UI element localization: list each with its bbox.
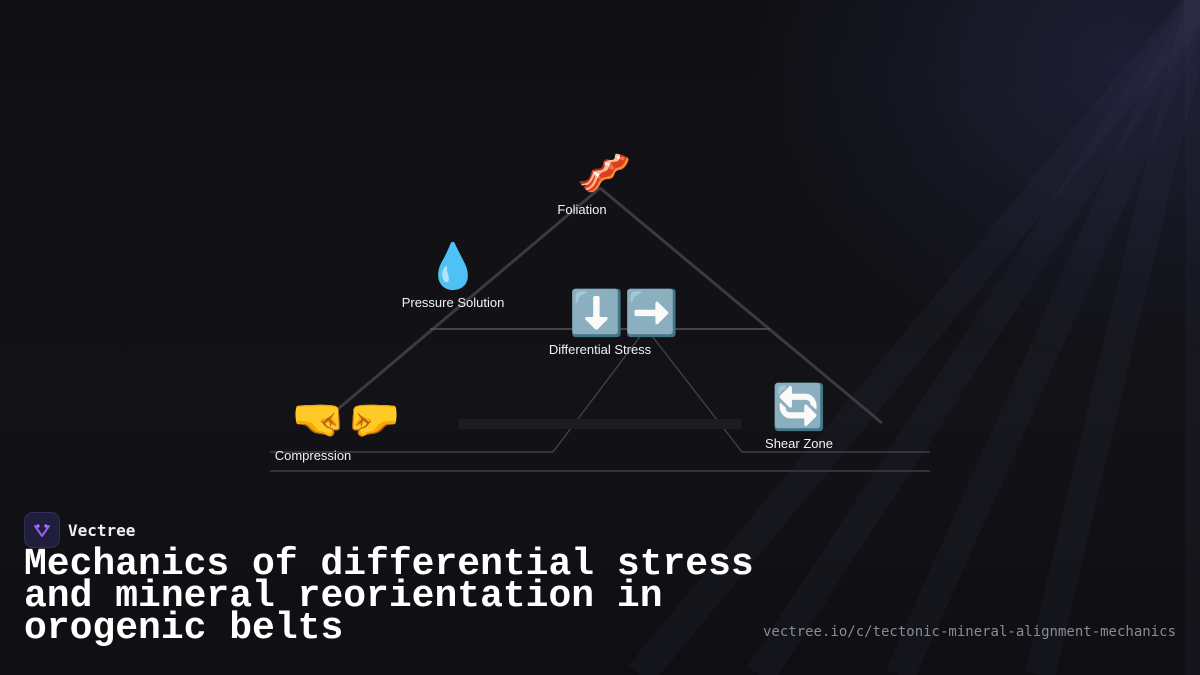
node-foliation: 🥓 Foliation bbox=[557, 148, 632, 217]
edge-stress-compression bbox=[270, 333, 643, 453]
brand: Vectree bbox=[24, 512, 135, 548]
edge-foliation-compression bbox=[324, 186, 601, 422]
node-label-compression: Compression bbox=[274, 448, 352, 463]
rotate-arrows-icon: 🔄 bbox=[771, 382, 827, 433]
node-compression: 🤜🤛 Compression bbox=[275, 394, 401, 463]
page-url: vectree.io/c/tectonic-mineral-alignment-… bbox=[762, 624, 1176, 640]
node-label-pressure-solution: Pressure Solution bbox=[401, 295, 505, 310]
node-label-differential-stress: Differential Stress bbox=[548, 342, 652, 357]
down-right-arrows-icon: ⬇️➡️ bbox=[569, 288, 679, 339]
node-label-foliation: Foliation bbox=[557, 202, 607, 217]
page-title: Mechanics of differential stress and min… bbox=[24, 543, 754, 650]
base-bar bbox=[458, 419, 742, 429]
node-shear-zone: 🔄 Shear Zone bbox=[765, 382, 833, 451]
edge-stress-shear bbox=[651, 335, 930, 453]
vectree-logo-icon bbox=[24, 512, 60, 548]
fists-icon: 🤜🤛 bbox=[291, 394, 401, 445]
brand-name: Vectree bbox=[68, 520, 136, 540]
node-pressure-solution: 💧 Pressure Solution bbox=[402, 241, 505, 310]
edge-foliation-shear bbox=[599, 186, 883, 425]
node-differential-stress: ⬇️➡️ Differential Stress bbox=[549, 288, 679, 357]
droplet-icon: 💧 bbox=[425, 241, 481, 292]
node-label-shear-zone: Shear Zone bbox=[765, 436, 833, 451]
bacon-icon: 🥓 bbox=[576, 148, 632, 199]
